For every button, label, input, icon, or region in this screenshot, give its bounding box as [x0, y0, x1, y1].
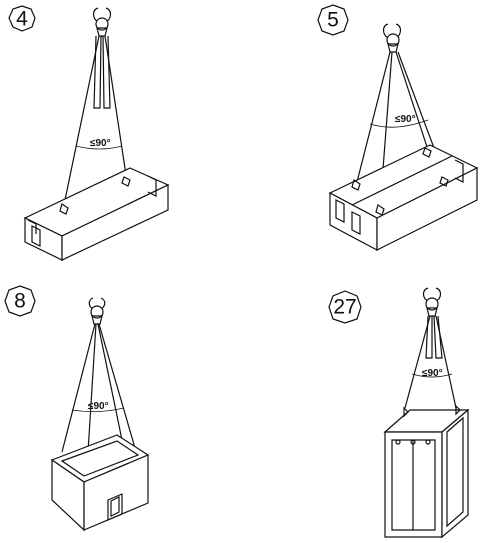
- badge-4-number: 4: [16, 8, 28, 31]
- badge-8-number: 8: [14, 290, 26, 313]
- badge-5: 5: [317, 4, 349, 36]
- concrete-block-5: [328, 144, 479, 251]
- badge-5-number: 5: [327, 9, 339, 32]
- angle-label-27: ≤90°: [422, 368, 443, 379]
- badge-27: 27: [328, 290, 362, 324]
- slings-27: [404, 315, 457, 409]
- panel-4: 4 ≤90°: [8, 5, 170, 261]
- crane-hook-8: [88, 297, 106, 325]
- panel-8: 8 ≤90°: [4, 285, 150, 532]
- slings-8: [61, 323, 136, 469]
- crane-hook-5: [382, 23, 402, 53]
- angle-marker-8: ≤90°: [71, 401, 125, 412]
- angle-label-8: ≤90°: [88, 401, 109, 412]
- angle-marker-5: ≤90°: [369, 114, 429, 128]
- badge-4: 4: [8, 5, 36, 32]
- angle-label-5: ≤90°: [395, 114, 416, 125]
- badge-27-number: 27: [333, 296, 356, 319]
- slings-4: [64, 35, 127, 201]
- angle-label-4: ≤90°: [90, 138, 111, 149]
- badge-8: 8: [4, 285, 36, 317]
- angle-marker-4: ≤90°: [75, 138, 123, 150]
- crane-hook-4: [92, 7, 112, 37]
- concrete-block-4: [23, 167, 170, 261]
- angle-marker-27: ≤90°: [411, 368, 453, 379]
- concrete-panel-27: [383, 404, 470, 539]
- concrete-box-8: [50, 434, 150, 532]
- panel-5: 5 ≤90°: [317, 4, 479, 251]
- crane-hook-27: [422, 287, 442, 317]
- panel-27: 27 ≤90°: [328, 287, 470, 539]
